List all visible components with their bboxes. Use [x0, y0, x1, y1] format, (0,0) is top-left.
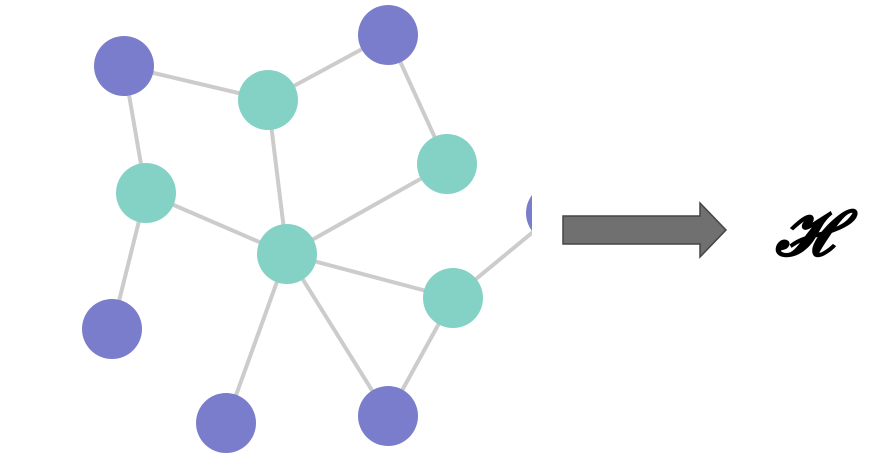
- graph-node-leaf: [196, 393, 256, 453]
- arrow-right-icon: [562, 201, 728, 259]
- graph-node-inner: [257, 224, 317, 284]
- graph-node-leaf: [358, 386, 418, 446]
- graph-node-inner: [116, 163, 176, 223]
- graph-node-leaf: [82, 299, 142, 359]
- graph-node-inner: [423, 268, 483, 328]
- graph-edges: [110, 33, 532, 425]
- graph-node-leaf: [526, 195, 532, 231]
- graph-node-leaf: [358, 5, 418, 65]
- graph-edge: [285, 162, 449, 256]
- graph-node-inner: [238, 70, 298, 130]
- graph: [82, 5, 532, 453]
- graph-node-inner: [417, 134, 477, 194]
- graph-nodes: [82, 5, 532, 453]
- graph-edge: [285, 252, 390, 418]
- graph-node-leaf: [94, 36, 154, 96]
- output-label: 𝓗: [775, 196, 859, 271]
